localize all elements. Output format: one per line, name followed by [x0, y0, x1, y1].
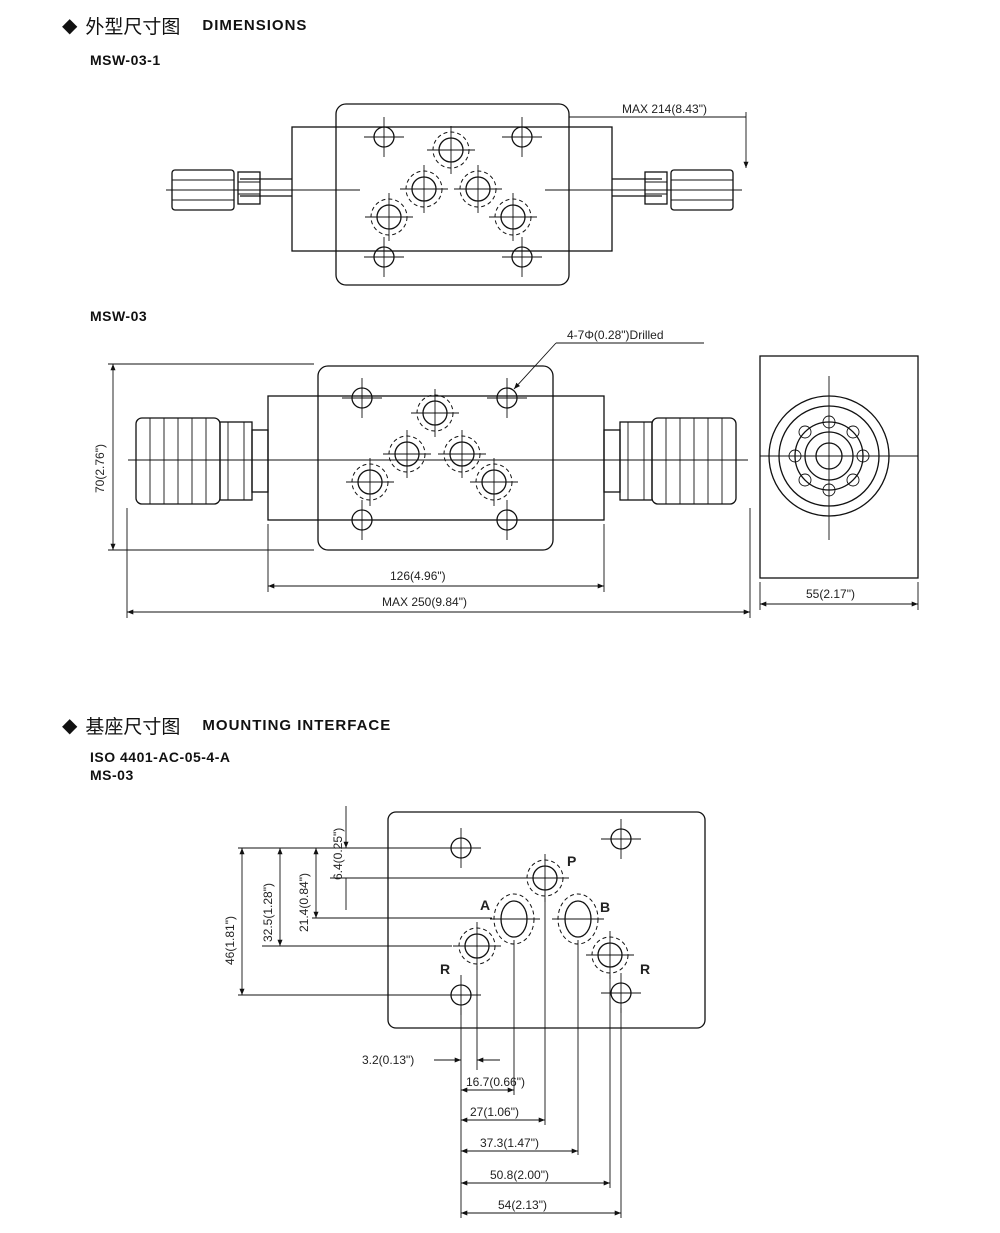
port-label-a: A: [480, 897, 490, 913]
section-title-cn: 外型尺寸图: [85, 16, 181, 38]
port-label-b: B: [600, 899, 610, 915]
drawing-msw-03-1: MAX 214(8.43"): [166, 102, 749, 286]
section-title-en: DIMENSIONS: [202, 17, 308, 34]
valve-body: [335, 103, 570, 286]
port-label-r-left: R: [440, 961, 450, 977]
dim-width-126: 126(4.96"): [390, 569, 446, 583]
model-label-msw-03: MSW-03: [90, 308, 148, 324]
left-knob: [135, 417, 269, 505]
section-title-en: MOUNTING INTERFACE: [202, 717, 392, 734]
valve-side-body: [291, 126, 613, 252]
diamond-bullet-icon: ◆: [62, 14, 78, 37]
dim-h-37-3: 37.3(1.47"): [480, 1136, 539, 1150]
port-a: [490, 893, 540, 945]
standard-label: ISO 4401-AC-05-4-A: [90, 749, 231, 765]
drawing-mounting-interface: P A B R R 46(1.81") 32.5(1.28") 21.4(0.8…: [223, 806, 706, 1218]
dim-v-46: 46(1.81"): [223, 916, 237, 965]
right-adjust-screw: [605, 169, 742, 211]
port-b: [552, 893, 604, 945]
side-view: [759, 355, 919, 579]
dim-h-54: 54(2.13"): [498, 1198, 547, 1212]
dim-side-55: 55(2.17"): [806, 587, 855, 601]
diamond-bullet-icon: ◆: [62, 714, 78, 737]
dim-height-70: 70(2.76"): [93, 444, 107, 493]
port-label-r-right: R: [640, 961, 650, 977]
model-label-ms-03: MS-03: [90, 767, 134, 783]
dim-v-6-4: 6.4(0.25"): [331, 828, 345, 880]
dim-h-50-8: 50.8(2.00"): [490, 1168, 549, 1182]
dim-v-32-5: 32.5(1.28"): [261, 883, 275, 942]
dim-max-214: MAX 214(8.43"): [622, 102, 707, 116]
right-knob: [603, 417, 737, 505]
dim-h-3-2: 3.2(0.13"): [362, 1053, 414, 1067]
mounting-plate: [387, 811, 706, 1029]
port-label-p: P: [567, 853, 576, 869]
dim-h-16-7: 16.7(0.66"): [466, 1075, 525, 1089]
section-title-cn: 基座尺寸图: [85, 716, 181, 738]
section-heading-dimensions: ◆ 外型尺寸图 DIMENSIONS: [62, 12, 307, 39]
valve-body: [317, 365, 554, 551]
dim-max-250: MAX 250(9.84"): [382, 595, 467, 609]
dim-h-27: 27(1.06"): [470, 1105, 519, 1119]
model-label-msw-03-1: MSW-03-1: [90, 52, 161, 68]
left-adjust-screw: [166, 169, 300, 211]
drawing-msw-03: 4-7Φ(0.28")Drilled 70(2.76") 126(4.96") …: [93, 328, 919, 618]
dim-holes-drilled: 4-7Φ(0.28")Drilled: [567, 328, 664, 342]
dim-v-21-4: 21.4(0.84"): [297, 873, 311, 932]
section-heading-mounting: ◆ 基座尺寸图 MOUNTING INTERFACE: [62, 712, 391, 739]
